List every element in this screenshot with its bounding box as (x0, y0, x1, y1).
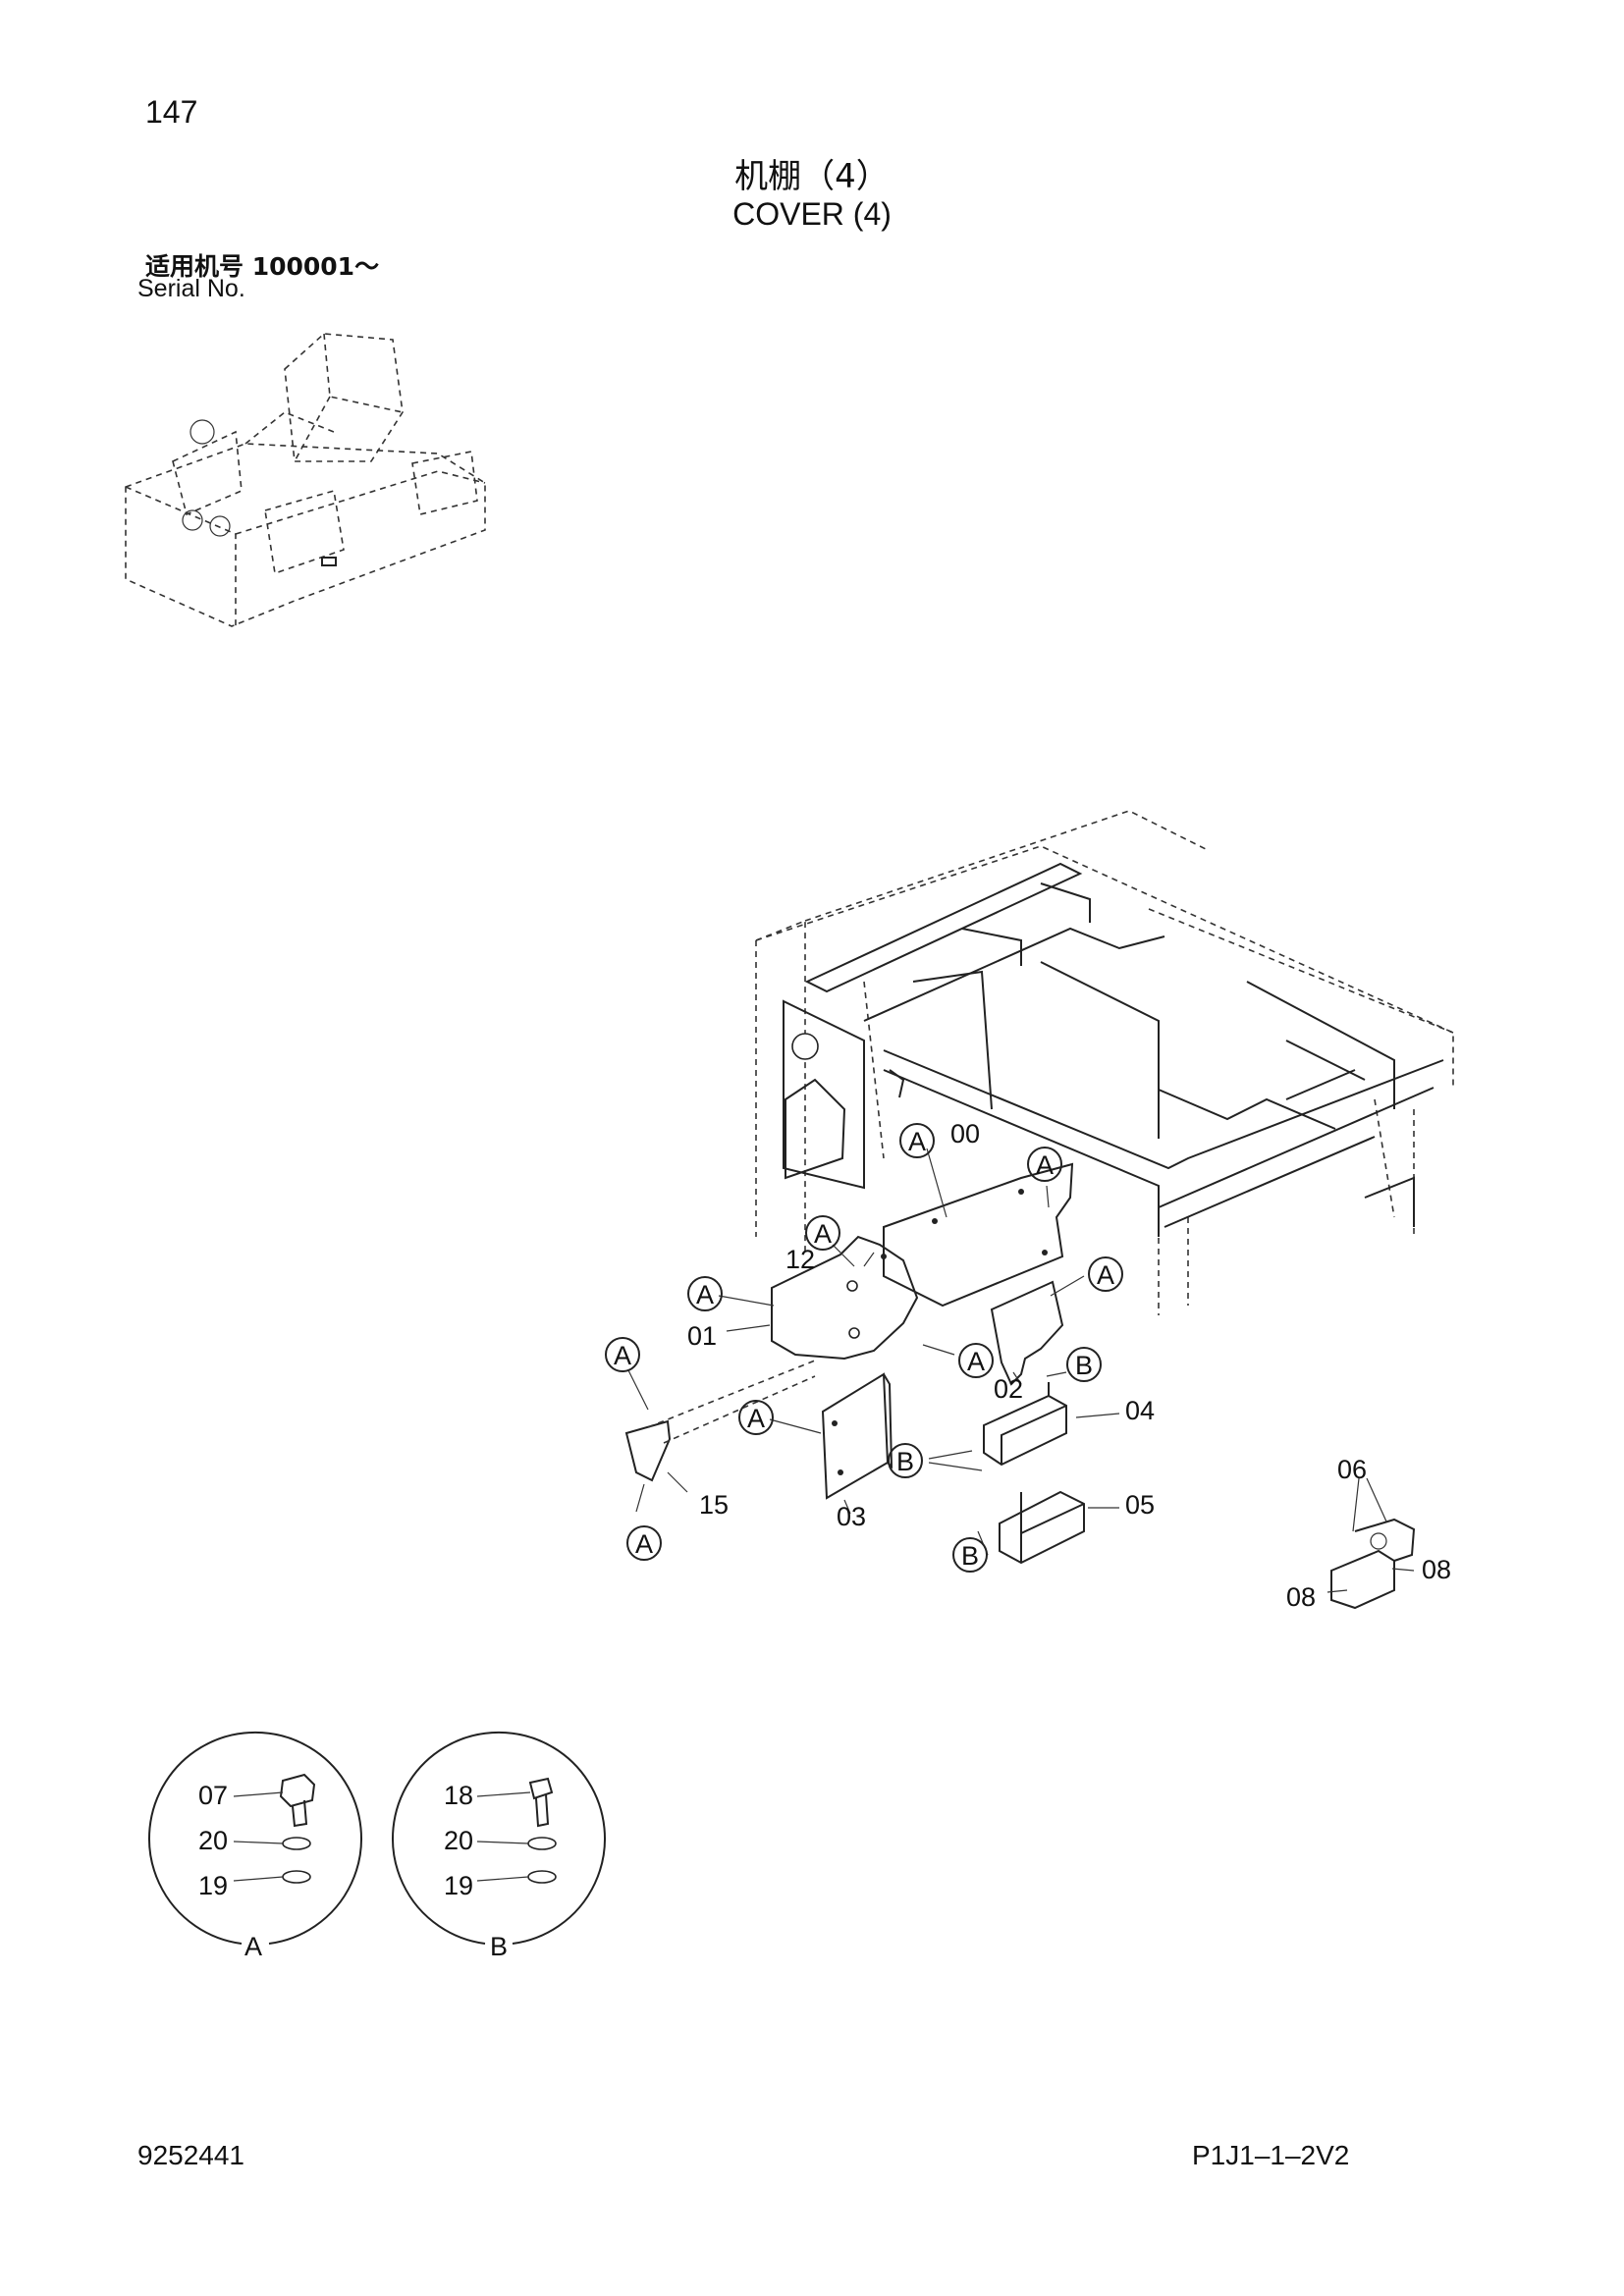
document-id: 9252441 (137, 2140, 245, 2170)
svg-text:A: A (696, 1280, 714, 1309)
reference-callout-a-5: A (1088, 1256, 1123, 1292)
detail-a-bolt: 07 (198, 1781, 228, 1810)
svg-text:B: B (896, 1447, 914, 1476)
svg-text:A: A (1097, 1260, 1114, 1290)
cover-panel-02 (990, 1280, 1064, 1386)
callout-00: 00 (950, 1119, 980, 1148)
callout-05: 05 (1125, 1490, 1155, 1520)
cover-panel-01 (771, 1235, 919, 1361)
cover-panel-00 (883, 1162, 1074, 1308)
reference-callout-a-1: A (899, 1123, 935, 1158)
callout-02: 02 (994, 1374, 1023, 1404)
page-title-english: COVER (4) (732, 196, 892, 232)
callout-08-right: 08 (1422, 1555, 1451, 1584)
detail-a-washer-bottom: 19 (198, 1871, 228, 1900)
reference-callout-b-1: B (1066, 1347, 1102, 1382)
reference-callout-a-6: A (958, 1343, 994, 1378)
cover-panel-03 (821, 1372, 893, 1500)
detail-a-washer-top: 20 (198, 1826, 228, 1855)
svg-text:A: A (1036, 1150, 1054, 1180)
svg-text:B: B (961, 1541, 979, 1571)
svg-text:B: B (1075, 1351, 1093, 1380)
bracket-15 (624, 1360, 816, 1482)
svg-text:A: A (908, 1127, 926, 1156)
figure-code: P1J1–1–2V2 (1192, 2140, 1350, 2170)
reference-callout-a-8: A (738, 1400, 774, 1435)
leader-lines (627, 1148, 1415, 1593)
bracket-05 (999, 1490, 1085, 1565)
callout-12: 12 (785, 1245, 815, 1274)
detail-view-b: B 18 20 19 (392, 1731, 606, 1961)
detail-b-label: B (490, 1932, 508, 1961)
detail-b-washer-top: 20 (444, 1826, 473, 1855)
svg-text:A: A (814, 1219, 832, 1249)
reference-callout-a-9: A (626, 1525, 662, 1561)
detail-view-a: A 07 20 19 (148, 1731, 362, 1961)
cover-frame-structure (755, 810, 1454, 1315)
reference-callout-b-2: B (888, 1443, 923, 1478)
reference-callout-a-7: A (605, 1337, 640, 1372)
svg-text:A: A (614, 1341, 631, 1370)
svg-text:A: A (747, 1404, 765, 1433)
callout-15: 15 (699, 1490, 729, 1520)
reference-callout-a-2: A (1027, 1147, 1062, 1182)
svg-text:A: A (635, 1529, 653, 1559)
callout-01: 01 (687, 1321, 717, 1351)
svg-text:A: A (967, 1347, 985, 1376)
detail-b-bolt: 18 (444, 1781, 473, 1810)
detail-a-label: A (244, 1932, 262, 1961)
detail-b-washer-bottom: 19 (444, 1871, 473, 1900)
page-title-chinese: 机棚（4） (734, 157, 890, 196)
machine-keymap-icon (125, 333, 486, 627)
serial-number-label: Serial No. (137, 275, 245, 302)
callout-06: 06 (1337, 1455, 1367, 1484)
page-number: 147 (145, 94, 198, 130)
reference-callout-a-4: A (687, 1276, 723, 1311)
callout-08-left: 08 (1286, 1582, 1316, 1612)
callout-04: 04 (1125, 1396, 1155, 1425)
part-06-cushion (1330, 1518, 1416, 1610)
reference-callout-a-3: A (805, 1215, 840, 1251)
serial-number-chinese: 适用机号 100001～ (145, 252, 380, 281)
callout-03: 03 (837, 1502, 866, 1531)
bracket-04 (983, 1382, 1067, 1467)
reference-callout-b-3: B (952, 1537, 988, 1573)
